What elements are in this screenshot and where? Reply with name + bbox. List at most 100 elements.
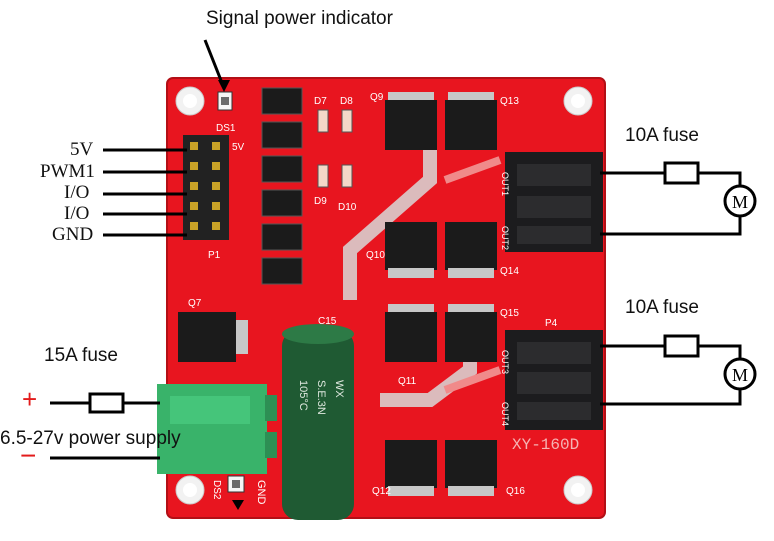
mosfet-q16 xyxy=(445,440,497,488)
pin-label-gnd: GND xyxy=(52,224,94,245)
wire-bottom-fuse-out xyxy=(698,344,742,360)
label-q11: Q11 xyxy=(398,376,417,387)
label-q12: Q12 xyxy=(372,486,391,497)
mounting-hole-tr-inner xyxy=(571,94,585,108)
label-gnd-silk: GND xyxy=(255,480,267,505)
label-vcc-silk: 5V xyxy=(232,142,245,153)
fuse-symbol-input xyxy=(88,392,125,414)
header-pins xyxy=(190,142,220,230)
output-connector-bottom: P4 OUT3 OUT4 xyxy=(500,318,603,430)
mosfet-q10 xyxy=(385,222,437,270)
fuse-symbol-bottom xyxy=(663,334,700,358)
label-q13: Q13 xyxy=(500,96,519,107)
mosfet-tab xyxy=(388,92,434,102)
mosfet-q7 xyxy=(178,312,236,362)
led-ds1-lens xyxy=(221,97,229,105)
diode-d7 xyxy=(317,109,329,133)
electrolytic-capacitor: 105°C S.E.3N WX C15 xyxy=(282,316,354,520)
optocoupler-ic xyxy=(261,87,303,115)
fuse-input-label: 15A fuse xyxy=(44,345,118,366)
diode-d10 xyxy=(341,164,353,188)
diode-d9 xyxy=(317,164,329,188)
mounting-hole-br-inner xyxy=(571,483,585,497)
label-out2: OUT2 xyxy=(500,226,510,250)
label-d8: D8 xyxy=(340,96,353,107)
motor-letter-bottom: M xyxy=(732,365,748,385)
mosfet-tab xyxy=(448,268,494,278)
cap-text-brand: WX xyxy=(333,380,345,398)
label-out1: OUT1 xyxy=(500,172,510,196)
label-ds2: DS2 xyxy=(211,480,222,500)
mounting-hole-bl-inner xyxy=(183,483,197,497)
pin-label-5v: 5V xyxy=(70,139,94,160)
pin-leader-lines xyxy=(103,148,187,237)
label-c15: C15 xyxy=(318,316,337,327)
wire-bottom-return xyxy=(600,388,742,406)
optocoupler-ic xyxy=(261,257,303,285)
capacitor-body xyxy=(282,330,354,520)
label-q14: Q14 xyxy=(500,266,519,277)
label-q9: Q9 xyxy=(370,92,384,103)
mosfet-q12 xyxy=(385,440,437,488)
motor-letter-top: M xyxy=(732,192,748,212)
diode-d8 xyxy=(341,109,353,133)
signal-indicator-label: Signal power indicator xyxy=(206,8,393,29)
pin-header-p1: P1 5V xyxy=(183,135,245,261)
header-body xyxy=(183,135,229,240)
wire-top-return xyxy=(600,216,742,236)
label-d10: D10 xyxy=(338,202,357,213)
fuse-bottom-label: 10A fuse xyxy=(625,297,699,318)
board-model-label: XY-160D xyxy=(512,436,579,454)
power-trace-upper xyxy=(343,150,437,300)
optocoupler-ic xyxy=(261,121,303,149)
mosfet-q15 xyxy=(445,312,497,362)
label-q15: Q15 xyxy=(500,308,519,319)
power-input-wires xyxy=(50,401,160,460)
pin-label-io-1: I/O xyxy=(64,182,90,203)
motor-circuit-top xyxy=(600,171,742,236)
label-q16: Q16 xyxy=(506,486,525,497)
pin-label-pwm1: PWM1 xyxy=(40,161,95,182)
label-d7: D7 xyxy=(314,96,327,107)
power-input-terminal xyxy=(157,384,277,474)
optocoupler-column xyxy=(261,87,303,285)
label-out3: OUT3 xyxy=(500,350,510,374)
wire-top-fuse-out xyxy=(698,171,742,186)
diodes: D7 D8 D9 D10 xyxy=(314,96,357,213)
optocoupler-ic xyxy=(261,223,303,251)
optocoupler-ic xyxy=(261,189,303,217)
mosfet-q14 xyxy=(445,222,497,270)
mosfet-tab xyxy=(448,486,494,496)
indicator-arrow-head xyxy=(218,80,230,92)
motor-symbol-top xyxy=(723,184,757,218)
label-out4: OUT4 xyxy=(500,402,510,426)
trace-out1 xyxy=(443,156,502,184)
ds2-pointer xyxy=(232,500,244,510)
label-p1: P1 xyxy=(208,250,221,261)
mosfet-tab xyxy=(388,304,434,314)
label-q7: Q7 xyxy=(188,298,202,309)
mosfet-q9 xyxy=(385,100,437,150)
mosfet-tab xyxy=(388,486,434,496)
mosfet-q13 xyxy=(445,100,497,150)
fuse-symbol-top xyxy=(663,161,700,185)
motor-symbol-bottom xyxy=(723,357,757,391)
motor-circuit-bottom xyxy=(600,344,742,406)
label-p4: P4 xyxy=(545,318,558,329)
output-connector-top: OUT1 OUT2 xyxy=(500,152,603,252)
cap-text-temp: 105°C xyxy=(297,380,309,411)
fuse-top-label: 10A fuse xyxy=(625,125,699,146)
label-d9: D9 xyxy=(314,196,327,207)
mosfet-tab xyxy=(388,268,434,278)
mosfet-tab xyxy=(448,92,494,102)
plus-terminal-sign: + xyxy=(22,384,38,414)
trace-out3 xyxy=(443,366,502,394)
optocoupler-ic xyxy=(261,155,303,183)
mosfet-q11 xyxy=(385,312,437,362)
mosfets: Q9 Q13 Q10 Q14 Q11 Q15 Q12 Q16 Q7 xyxy=(178,92,525,497)
minus-terminal-sign: − xyxy=(20,440,37,471)
label-ds1: DS1 xyxy=(216,123,236,134)
mounting-hole-tl-inner xyxy=(183,94,197,108)
mosfet-tab xyxy=(448,304,494,314)
